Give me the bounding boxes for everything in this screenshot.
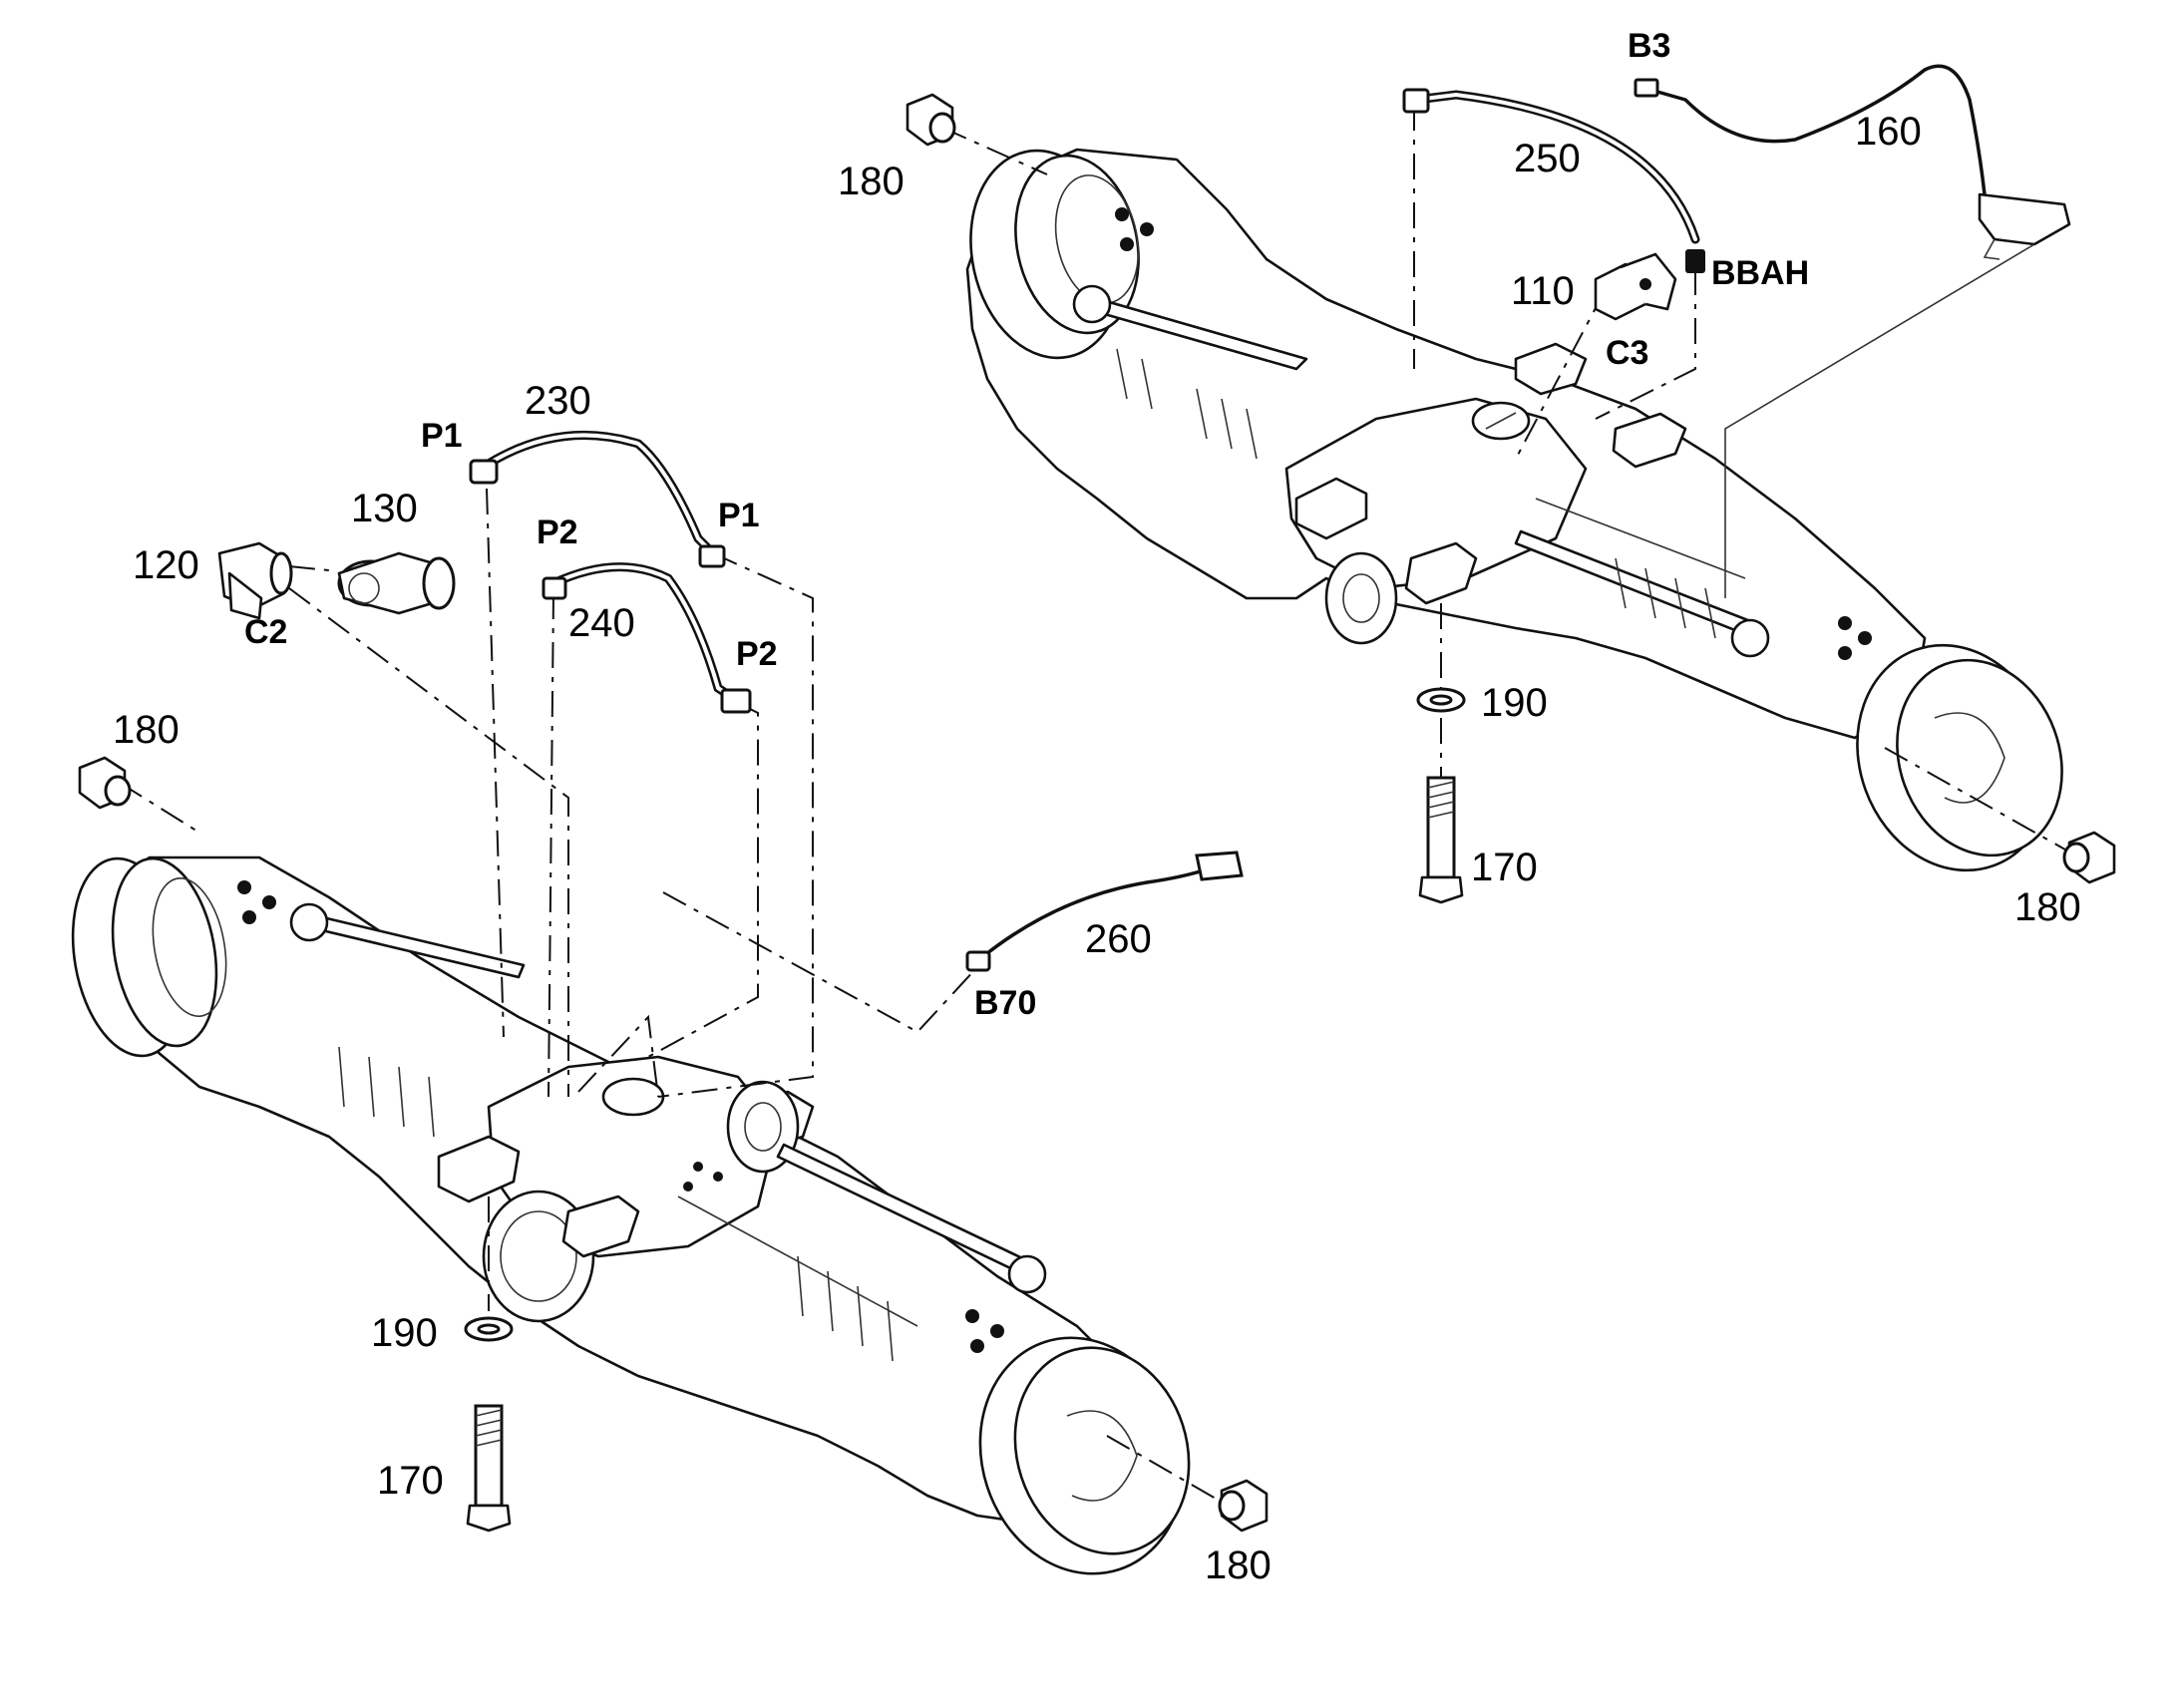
label-120: 120 <box>133 543 199 587</box>
label-c2: C2 <box>244 613 287 651</box>
washer-190-right <box>1416 687 1466 713</box>
label-130: 130 <box>351 487 418 530</box>
hose-240 <box>542 562 752 714</box>
label-c3: C3 <box>1606 334 1648 372</box>
sensor-110 <box>1594 252 1677 321</box>
lower-axle-assembly <box>71 855 1191 1575</box>
fitting-130 <box>337 551 456 615</box>
label-p2-right: P2 <box>736 635 778 673</box>
label-110: 110 <box>1511 269 1575 313</box>
label-b3: B3 <box>1628 27 1670 65</box>
hose-250 <box>1402 88 1705 273</box>
label-p1-right: P1 <box>718 497 760 534</box>
label-180-bottom: 180 <box>1205 1543 1272 1587</box>
nut-180-top <box>906 93 956 147</box>
bolt-170-right <box>1418 776 1464 904</box>
label-p1-left: P1 <box>421 417 463 455</box>
label-260: 260 <box>1085 917 1152 961</box>
label-bbah: BBAH <box>1711 254 1809 292</box>
fitting-120 <box>217 541 293 620</box>
washer-190-left <box>464 1316 514 1342</box>
label-p2-left: P2 <box>537 513 578 551</box>
cable-160 <box>1634 64 2071 598</box>
bolt-170-left <box>466 1404 512 1533</box>
label-180-left: 180 <box>113 708 180 752</box>
label-160: 160 <box>1855 110 1922 154</box>
label-240: 240 <box>568 601 635 645</box>
label-180-top: 180 <box>838 160 905 203</box>
label-180-right: 180 <box>2014 885 2081 929</box>
label-230: 230 <box>525 379 591 423</box>
label-190-left: 190 <box>371 1311 438 1355</box>
label-b70: B70 <box>974 984 1036 1022</box>
label-190-right: 190 <box>1481 681 1548 725</box>
upper-axle-assembly <box>965 148 2063 872</box>
nut-180-bottom <box>1218 1479 1269 1533</box>
nut-180-right <box>2062 831 2116 884</box>
label-250: 250 <box>1514 137 1581 180</box>
hose-230 <box>469 431 726 568</box>
cable-260 <box>965 851 1244 972</box>
label-170-left: 170 <box>377 1459 444 1503</box>
nut-180-left <box>78 756 132 810</box>
label-170-right: 170 <box>1471 846 1538 889</box>
